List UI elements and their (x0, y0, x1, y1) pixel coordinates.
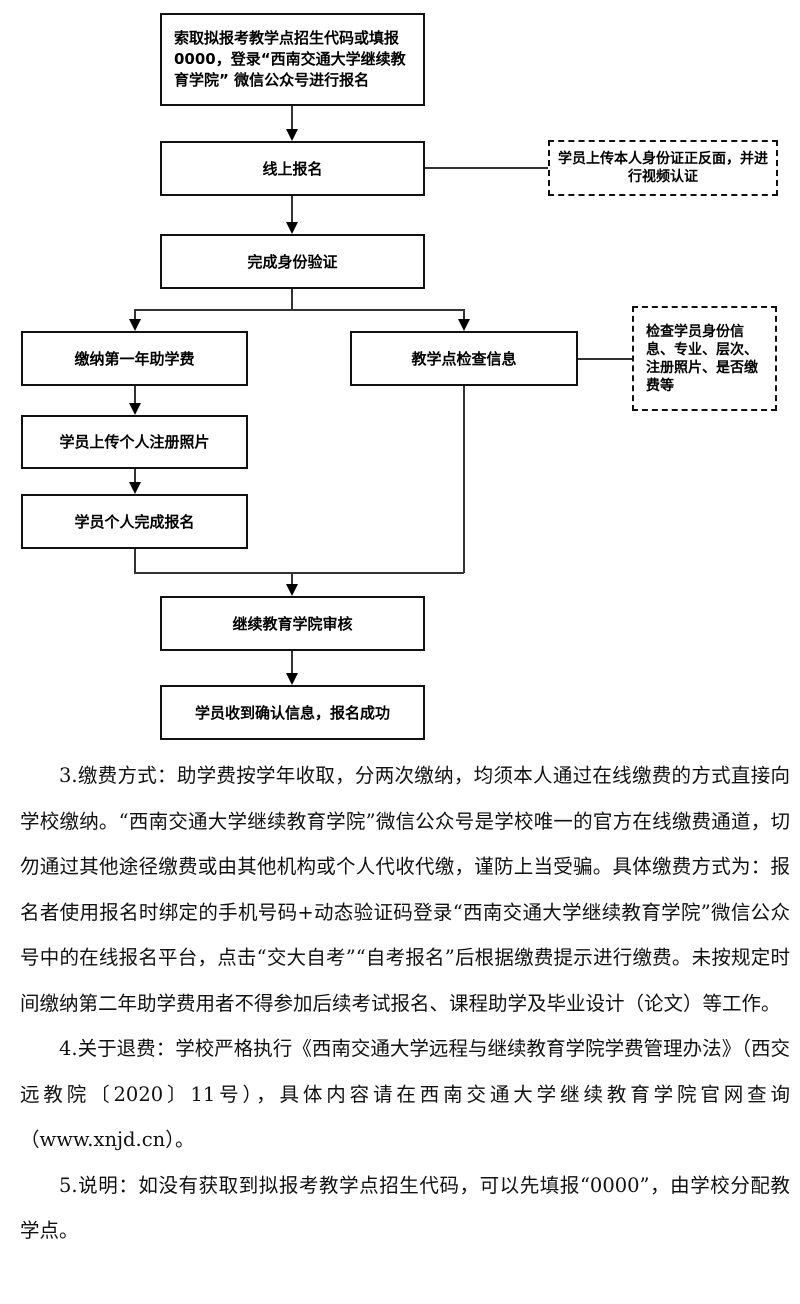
connector (291, 105, 293, 131)
note-check-items-text: 检查学员身份信息、专业、层次、注册照片、是否缴费等 (646, 323, 758, 394)
paragraph-refund: 4.关于退费：学校严格执行《西南交通大学远程与继续教育学院学费管理办法》（西交远… (20, 1037, 790, 1151)
step-pay-first-year-label: 缴纳第一年助学费 (74, 349, 195, 368)
connector (291, 650, 293, 674)
connector (134, 385, 136, 404)
connector (577, 358, 633, 360)
step-success: 学员收到确认信息，报名成功 (160, 685, 425, 740)
arrow-down-icon (129, 482, 141, 494)
step-complete-registration: 学员个人完成报名 (21, 494, 248, 549)
arrow-down-icon (286, 673, 298, 685)
connector (463, 309, 465, 320)
arrow-down-icon (129, 319, 141, 331)
note-id-upload: 学员上传本人身份证正反面，并进行视频认证 (548, 140, 778, 196)
arrow-down-icon (129, 403, 141, 415)
connector (291, 195, 293, 223)
step-online-register-label: 线上报名 (262, 159, 323, 178)
connector (134, 468, 136, 483)
connector (134, 548, 136, 573)
step-success-label: 学员收到确认信息，报名成功 (194, 703, 390, 722)
step-college-review-label: 继续教育学院审核 (232, 614, 353, 633)
arrow-down-icon (286, 129, 298, 141)
connector (291, 572, 293, 585)
arrow-down-icon (286, 222, 298, 234)
step-upload-photo: 学员上传个人注册照片 (21, 415, 248, 469)
step-pay-first-year: 缴纳第一年助学费 (21, 331, 248, 386)
connector (463, 385, 465, 573)
note-id-upload-text: 学员上传本人身份证正反面，并进行视频认证 (558, 151, 768, 185)
registration-flowchart: 索取拟报考教学点招生代码或填报0000，登录“西南交通大学继续教育学院” 微信公… (21, 13, 778, 740)
step-center-check: 教学点检查信息 (350, 331, 578, 386)
step-identity-verify-label: 完成身份验证 (247, 252, 338, 271)
note-check-items: 检查学员身份信息、专业、层次、注册照片、是否缴费等 (632, 306, 777, 411)
step-online-register: 线上报名 (160, 141, 425, 196)
connector (134, 572, 464, 574)
paragraph-payment-method: 3.缴费方式：助学费按学年收取，分两次缴纳，均须本人通过在线缴费的方式直接向学校… (20, 764, 790, 1015)
connector (424, 167, 548, 169)
step-identity-verify: 完成身份验证 (160, 234, 425, 289)
step-start: 索取拟报考教学点招生代码或填报0000，登录“西南交通大学继续教育学院” 微信公… (160, 13, 425, 106)
step-complete-registration-label: 学员个人完成报名 (74, 512, 195, 531)
arrow-down-icon (458, 319, 470, 331)
step-upload-photo-label: 学员上传个人注册照片 (59, 433, 210, 451)
arrow-down-icon (286, 584, 298, 596)
document-body: 3.缴费方式：助学费按学年收取，分两次缴纳，均须本人通过在线缴费的方式直接向学校… (20, 753, 790, 1254)
connector (134, 309, 136, 320)
paragraph-note: 5.说明：如没有获取到拟报考教学点招生代码，可以先填报“0000”，由学校分配教… (20, 1173, 790, 1243)
connector (134, 309, 464, 311)
step-center-check-label: 教学点检查信息 (411, 349, 517, 368)
connector (291, 288, 293, 309)
step-start-label: 索取拟报考教学点招生代码或填报0000，登录“西南交通大学继续教育学院” 微信公… (174, 29, 406, 89)
step-college-review: 继续教育学院审核 (160, 596, 425, 651)
